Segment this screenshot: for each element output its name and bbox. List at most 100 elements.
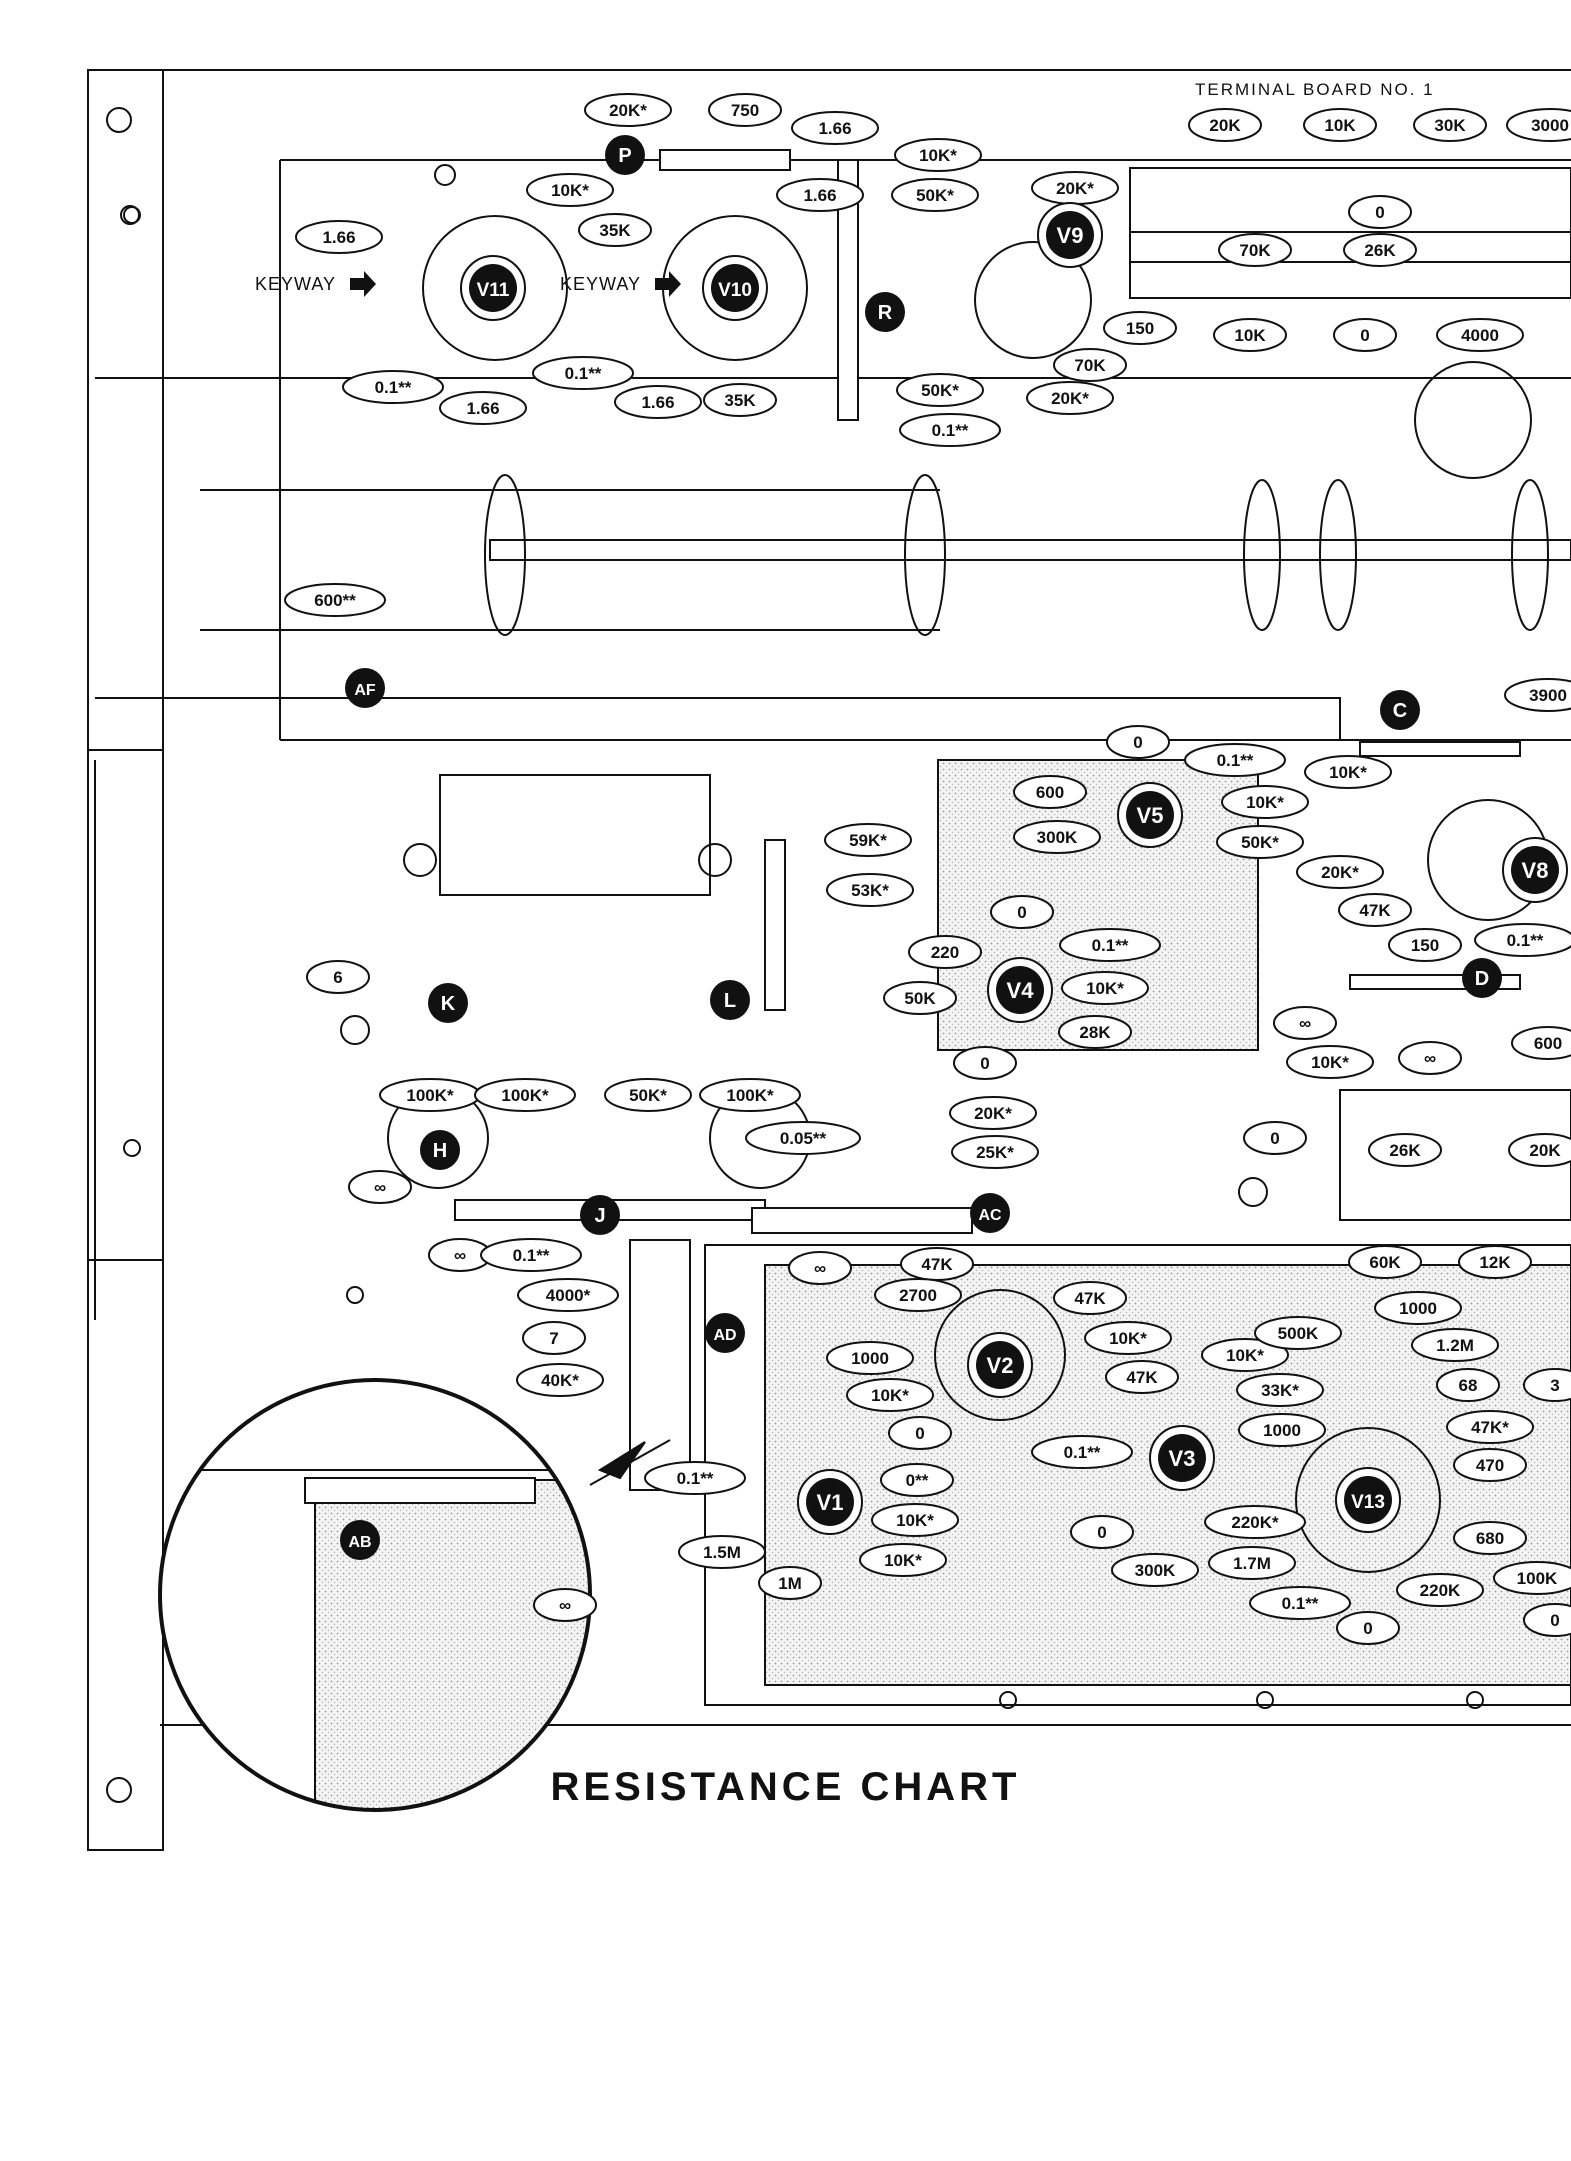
resistance-reading: 220 xyxy=(908,935,982,969)
resistance-value: 2700 xyxy=(899,1286,937,1305)
resistance-value: 10K* xyxy=(871,1386,909,1405)
resistance-value: 1.66 xyxy=(818,119,851,138)
resistance-value: 150 xyxy=(1411,936,1439,955)
resistance-value: 12K xyxy=(1479,1253,1511,1272)
resistance-value: 10K* xyxy=(1246,793,1284,812)
resistance-reading: ∞ xyxy=(1273,1006,1337,1040)
resistance-value: 47K xyxy=(1126,1368,1158,1387)
resistance-value: 0.1** xyxy=(1282,1594,1319,1613)
resistance-reading: 0** xyxy=(880,1463,954,1497)
resistance-value: 100K xyxy=(1517,1569,1558,1588)
resistance-reading: 70K xyxy=(1053,348,1127,382)
keyway-label: KEYWAY xyxy=(255,274,336,294)
resistance-value: 28K xyxy=(1079,1023,1111,1042)
marker-label: AF xyxy=(354,682,376,699)
resistance-reading: 0.1** xyxy=(1059,928,1161,962)
resistance-reading: 0.1** xyxy=(1474,923,1571,957)
resistance-value: 47K xyxy=(921,1255,953,1274)
resistance-value: 0 xyxy=(1360,326,1369,345)
resistance-value: 50K* xyxy=(921,381,959,400)
resistance-value: 300K xyxy=(1135,1561,1176,1580)
resistance-reading: 47K xyxy=(1053,1281,1127,1315)
resistance-reading: 0 xyxy=(888,1416,952,1450)
resistance-reading: 10K* xyxy=(526,173,614,207)
keyway-indicator: KEYWAY xyxy=(560,271,681,297)
resistance-value: 20K xyxy=(1529,1141,1561,1160)
resistance-value: 4000* xyxy=(546,1286,591,1305)
resistance-value: 59K* xyxy=(849,831,887,850)
resistance-reading: 300K xyxy=(1111,1553,1199,1587)
terminal-board-label: TERMINAL BOARD NO. 1 xyxy=(1195,80,1435,99)
resistance-reading: 20K* xyxy=(949,1096,1037,1130)
keyway-indicator: KEYWAY xyxy=(255,271,376,297)
tube-badge: V1 xyxy=(797,1469,863,1535)
resistance-value: 26K xyxy=(1364,241,1396,260)
resistance-value: 600 xyxy=(1534,1034,1562,1053)
resistance-reading: 10K* xyxy=(1304,755,1392,789)
tube-badge: V5 xyxy=(1117,782,1183,848)
resistance-reading: 300K xyxy=(1013,820,1101,854)
resistance-reading: 1.5M xyxy=(678,1535,766,1569)
resistance-reading: 30K xyxy=(1413,108,1487,142)
tube-label: V2 xyxy=(987,1353,1014,1378)
resistance-value: 53K* xyxy=(851,881,889,900)
tube-label: V8 xyxy=(1522,858,1549,883)
resistance-reading: 1000 xyxy=(1374,1291,1462,1325)
resistance-value: 10K* xyxy=(1226,1346,1264,1365)
resistance-value: 1000 xyxy=(851,1349,889,1368)
resistance-value: 0.1** xyxy=(375,378,412,397)
resistance-reading: 0 xyxy=(1523,1603,1571,1637)
resistance-value: 220K xyxy=(1420,1581,1461,1600)
resistance-reading: 1.66 xyxy=(776,178,864,212)
resistance-value: 500K xyxy=(1278,1324,1319,1343)
resistance-value: 600** xyxy=(314,591,356,610)
marker-label: R xyxy=(878,302,893,324)
resistance-reading: ∞ xyxy=(533,1588,597,1622)
marker-label: AB xyxy=(348,1534,371,1551)
resistance-value: 0 xyxy=(915,1424,924,1443)
terminal-marker: AF xyxy=(345,668,385,708)
resistance-value: 30K xyxy=(1434,116,1466,135)
resistance-value: 35K xyxy=(599,221,631,240)
resistance-reading: 4000 xyxy=(1436,318,1524,352)
resistance-value: 100K* xyxy=(406,1086,454,1105)
resistance-value: 50K* xyxy=(629,1086,667,1105)
resistance-value: 47K xyxy=(1359,901,1391,920)
resistance-reading: 10K* xyxy=(1061,971,1149,1005)
resistance-value: 0.1** xyxy=(677,1469,714,1488)
resistance-value: 680 xyxy=(1476,1529,1504,1548)
tube-label: V1 xyxy=(817,1490,844,1515)
resistance-reading: 59K* xyxy=(824,823,912,857)
resistance-reading: 0 xyxy=(1106,725,1170,759)
tube-label: V11 xyxy=(477,280,510,301)
resistance-value: 0 xyxy=(1375,203,1384,222)
resistance-reading: 33K* xyxy=(1236,1373,1324,1407)
resistance-value: 750 xyxy=(731,101,759,120)
resistance-value: 1.5M xyxy=(703,1543,741,1562)
resistance-value: 7 xyxy=(549,1329,558,1348)
terminal-marker: AC xyxy=(970,1193,1010,1233)
resistance-reading: 600** xyxy=(284,583,386,617)
resistance-reading: ∞ xyxy=(348,1170,412,1204)
marker-label: AD xyxy=(713,1327,736,1344)
resistance-reading: 0.1** xyxy=(899,413,1001,447)
resistance-reading: 150 xyxy=(1103,311,1177,345)
resistance-reading: 0 xyxy=(1243,1121,1307,1155)
keyway-label: KEYWAY xyxy=(560,274,641,294)
tube-label: V5 xyxy=(1137,803,1164,828)
resistance-reading: ∞ xyxy=(428,1238,492,1272)
tube-label: V10 xyxy=(718,280,752,301)
chart-title: RESISTANCE CHART xyxy=(550,1765,1021,1809)
resistance-reading: 20K xyxy=(1188,108,1262,142)
resistance-value: 300K xyxy=(1037,828,1078,847)
resistance-reading: 1000 xyxy=(826,1341,914,1375)
resistance-value: 20K* xyxy=(1051,389,1089,408)
resistance-reading: 50K* xyxy=(896,373,984,407)
resistance-value: 20K* xyxy=(609,101,647,120)
resistance-reading: 0 xyxy=(990,895,1054,929)
resistance-value: ∞ xyxy=(1424,1049,1436,1068)
marker-label: L xyxy=(724,990,736,1012)
resistance-value: ∞ xyxy=(814,1259,826,1278)
resistance-reading: 10K* xyxy=(894,138,982,172)
